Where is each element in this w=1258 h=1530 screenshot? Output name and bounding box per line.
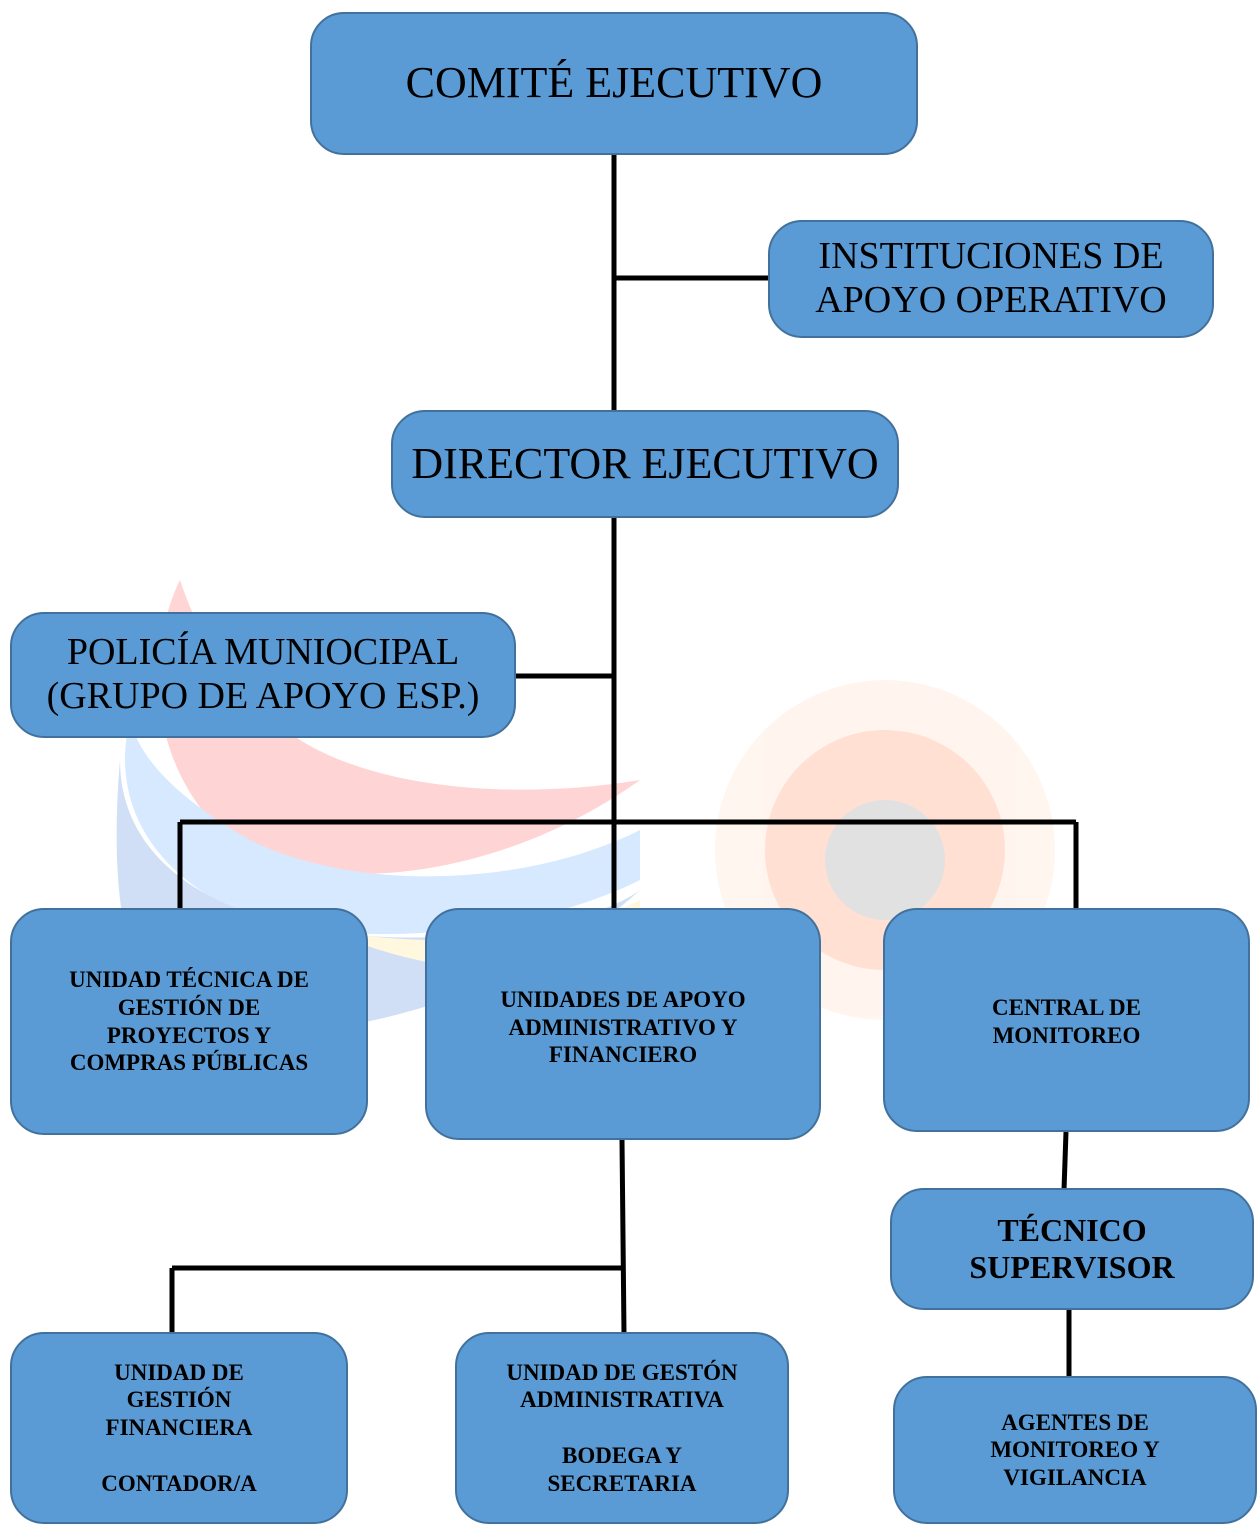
node-label-line1: INSTITUCIONES DE: [818, 235, 1164, 278]
node-label-line2: GESTIÓN DE: [117, 994, 261, 1020]
node-label-line3: BODEGA Y: [562, 1443, 682, 1468]
node-label-line2: (GRUPO DE APOYO ESP.): [46, 675, 480, 717]
node-unidades-apoyo: UNIDADES DE APOYO ADMINISTRATIVO Y FINAN…: [425, 908, 821, 1140]
node-label-line1: UNIDAD TÉCNICA DE: [69, 967, 309, 993]
node-policia-municipal: POLICÍA MUNIOCIPAL (GRUPO DE APOYO ESP.): [10, 612, 516, 738]
node-gestion-financiera: UNIDAD DE GESTIÓN FINANCIERA CONTADOR/A: [10, 1332, 348, 1524]
node-label-line3: PROYECTOS Y: [106, 1022, 272, 1048]
node-label-line2: GESTIÓN: [126, 1387, 232, 1413]
node-label-line4: SECRETARIA: [547, 1470, 697, 1496]
node-label-line3: VIGILANCIA: [1003, 1464, 1147, 1490]
node-tecnico-supervisor: TÉCNICO SUPERVISOR: [890, 1188, 1254, 1310]
node-label-line1: TÉCNICO: [997, 1212, 1147, 1249]
node-label-line2: ADMINISTRATIVO Y: [508, 1014, 738, 1040]
node-label-line2: SUPERVISOR: [969, 1249, 1175, 1285]
node-label-line1: UNIDAD DE: [114, 1359, 244, 1385]
node-label-line3: FINANCIERO: [548, 1042, 698, 1068]
node-label-line1: CENTRAL DE: [992, 995, 1141, 1020]
node-label: COMITÉ EJECUTIVO: [405, 58, 823, 108]
node-comite-ejecutivo: COMITÉ EJECUTIVO: [310, 12, 918, 155]
node-label-line4: COMPRAS PÚBLICAS: [69, 1050, 309, 1076]
node-gestion-administrativa: UNIDAD DE GESTÓN ADMINISTRATIVA BODEGA Y…: [455, 1332, 789, 1524]
node-label-line4: CONTADOR/A: [101, 1470, 257, 1496]
node-label-line1: UNIDAD DE GESTÓN: [506, 1359, 738, 1385]
node-label-line3: FINANCIERA: [105, 1415, 253, 1440]
node-label-line2: ADMINISTRATIVA: [520, 1387, 724, 1413]
node-label: DIRECTOR EJECUTIVO: [411, 438, 879, 488]
node-instituciones-apoyo: INSTITUCIONES DE APOYO OPERATIVO: [768, 220, 1214, 338]
node-label-line2: APOYO OPERATIVO: [815, 279, 1167, 321]
node-central-monitoreo: CENTRAL DE MONITOREO: [883, 908, 1250, 1132]
node-label-line1: POLICÍA MUNIOCIPAL: [66, 631, 460, 674]
node-label-line1: AGENTES DE: [1001, 1409, 1149, 1435]
node-label-line1: UNIDADES DE APOYO: [500, 987, 746, 1012]
node-unidad-tecnica: UNIDAD TÉCNICA DE GESTIÓN DE PROYECTOS Y…: [10, 908, 368, 1135]
node-director-ejecutivo: DIRECTOR EJECUTIVO: [391, 410, 899, 518]
node-agentes-monitoreo: AGENTES DE MONITOREO Y VIGILANCIA: [893, 1376, 1257, 1524]
node-label-line2: MONITOREO: [992, 1022, 1141, 1048]
node-label-line2: MONITOREO Y: [990, 1437, 1160, 1463]
